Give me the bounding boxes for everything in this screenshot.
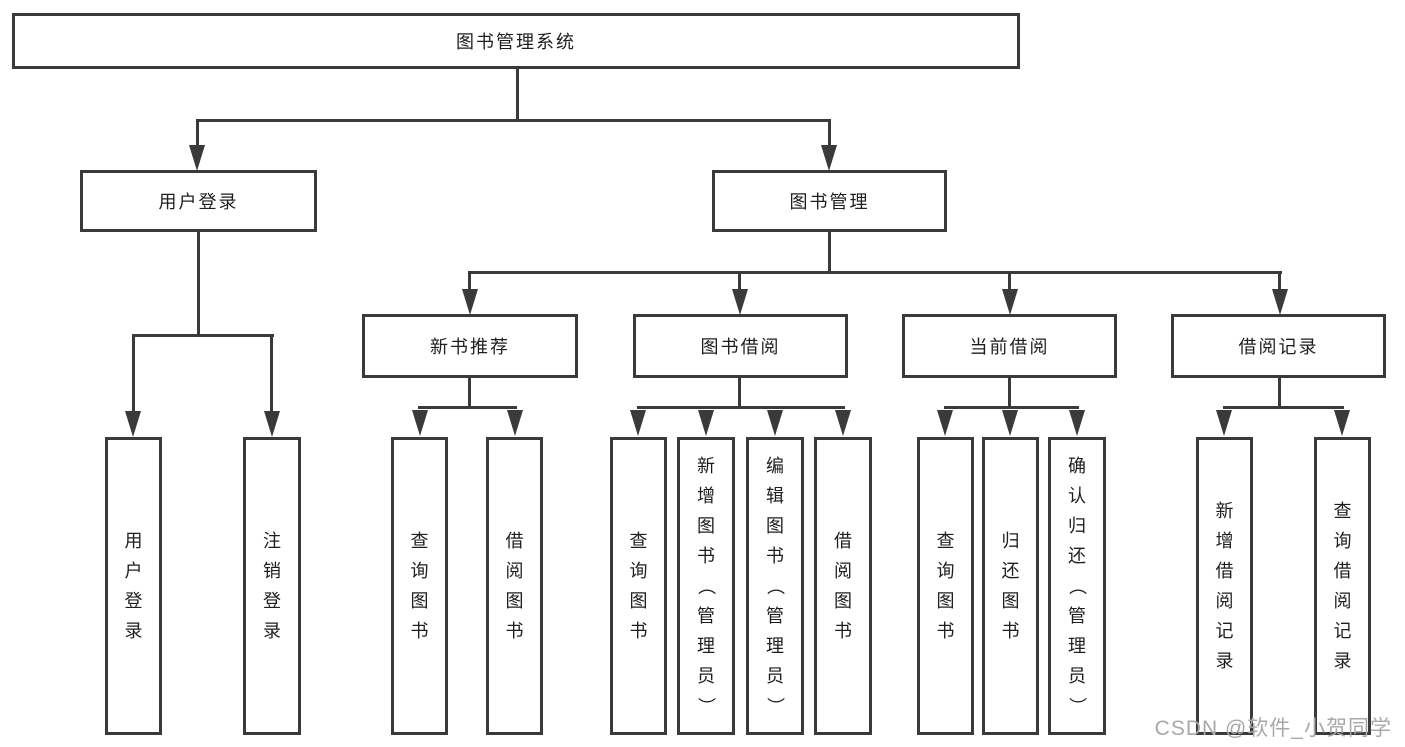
node-new-book-recommend: 新书推荐 bbox=[362, 314, 578, 378]
node-root-library-system: 图书管理系统 bbox=[12, 13, 1020, 69]
arrow-down-icon bbox=[507, 410, 523, 436]
node-label: 当前借阅 bbox=[969, 337, 1050, 357]
connector-line bbox=[828, 119, 831, 149]
connector-line bbox=[132, 334, 274, 337]
csdn-watermark: CSDN @软件_小贺同学 bbox=[1154, 717, 1392, 740]
connector-line bbox=[1278, 377, 1281, 409]
node-label: 用户登录 bbox=[158, 192, 239, 212]
leaf-query-books-recommend: 查询图书 bbox=[391, 437, 448, 735]
arrow-down-icon bbox=[1216, 410, 1232, 436]
node-label: 查询图书 bbox=[410, 531, 429, 641]
leaf-confirm-return-admin: 确认归还（管理员） bbox=[1048, 437, 1106, 735]
connector-line bbox=[828, 232, 831, 274]
leaf-add-borrow-record: 新增借阅记录 bbox=[1196, 437, 1253, 735]
node-label: 借阅图书 bbox=[505, 531, 524, 641]
leaf-query-books-current: 查询图书 bbox=[917, 437, 974, 735]
node-label: 图书借阅 bbox=[700, 337, 781, 357]
arrow-down-icon bbox=[698, 410, 714, 436]
node-label: 图书管理 bbox=[789, 192, 870, 212]
leaf-logout: 注销登录 bbox=[243, 437, 301, 735]
connector-line bbox=[270, 334, 273, 414]
leaf-edit-book-admin: 编辑图书（管理员） bbox=[746, 437, 804, 735]
arrow-down-icon bbox=[835, 410, 851, 436]
arrow-down-icon bbox=[462, 289, 478, 315]
leaf-borrow-books-recommend: 借阅图书 bbox=[486, 437, 543, 735]
leaf-borrow-books-borrowing: 借阅图书 bbox=[814, 437, 872, 735]
connector-line bbox=[418, 406, 517, 409]
connector-line bbox=[1278, 271, 1281, 293]
node-label: 图书管理系统 bbox=[456, 32, 576, 52]
connector-line bbox=[1008, 377, 1011, 409]
node-label: 借阅记录 bbox=[1238, 337, 1319, 357]
node-label: 归还图书 bbox=[1001, 531, 1020, 641]
node-label: 新书推荐 bbox=[430, 337, 510, 357]
leaf-return-books: 归还图书 bbox=[982, 437, 1039, 735]
arrow-down-icon bbox=[125, 411, 141, 437]
leaf-add-book-admin: 新增图书（管理员） bbox=[677, 437, 735, 735]
arrow-down-icon bbox=[1002, 289, 1018, 315]
connector-line bbox=[196, 119, 831, 122]
node-book-management: 图书管理 bbox=[712, 170, 947, 232]
leaf-query-books-borrowing: 查询图书 bbox=[610, 437, 667, 735]
connector-line bbox=[197, 232, 200, 337]
arrow-down-icon bbox=[412, 410, 428, 436]
arrow-down-icon bbox=[1272, 289, 1288, 315]
arrow-down-icon bbox=[1002, 410, 1018, 436]
node-book-borrowing: 图书借阅 bbox=[633, 314, 848, 378]
node-label: 查询图书 bbox=[629, 531, 648, 641]
node-label: 借阅图书 bbox=[834, 531, 852, 641]
connector-line bbox=[468, 271, 471, 293]
connector-line bbox=[196, 119, 199, 149]
arrow-down-icon bbox=[821, 145, 837, 171]
node-current-borrowing: 当前借阅 bbox=[902, 314, 1117, 378]
node-label: 编辑图书（管理员） bbox=[765, 456, 785, 715]
connector-line bbox=[468, 377, 471, 409]
connector-line bbox=[1008, 271, 1011, 293]
node-label: 确认归还（管理员） bbox=[1067, 456, 1087, 715]
connector-line bbox=[738, 377, 741, 409]
connector-line bbox=[516, 69, 519, 122]
node-label: 查询借阅记录 bbox=[1333, 501, 1352, 671]
node-user-login: 用户登录 bbox=[80, 170, 317, 232]
leaf-user-login: 用户登录 bbox=[105, 437, 162, 735]
connector-line bbox=[468, 271, 1282, 274]
node-label: 注销登录 bbox=[263, 531, 281, 641]
arrow-down-icon bbox=[1334, 410, 1350, 436]
node-label: 查询图书 bbox=[936, 531, 955, 641]
arrow-down-icon bbox=[1069, 410, 1085, 436]
connector-line bbox=[738, 271, 741, 293]
arrow-down-icon bbox=[264, 411, 280, 437]
arrow-down-icon bbox=[189, 145, 205, 171]
arrow-down-icon bbox=[630, 410, 646, 436]
leaf-query-borrow-record: 查询借阅记录 bbox=[1314, 437, 1371, 735]
connector-line bbox=[944, 406, 1079, 409]
node-label: 新增图书（管理员） bbox=[696, 456, 716, 715]
connector-line bbox=[637, 406, 845, 409]
node-borrow-records: 借阅记录 bbox=[1171, 314, 1386, 378]
connector-line bbox=[132, 334, 135, 414]
arrow-down-icon bbox=[732, 289, 748, 315]
arrow-down-icon bbox=[937, 410, 953, 436]
connector-line bbox=[1223, 406, 1344, 409]
node-label: 用户登录 bbox=[124, 531, 143, 641]
node-label: 新增借阅记录 bbox=[1215, 501, 1234, 671]
arrow-down-icon bbox=[767, 410, 783, 436]
